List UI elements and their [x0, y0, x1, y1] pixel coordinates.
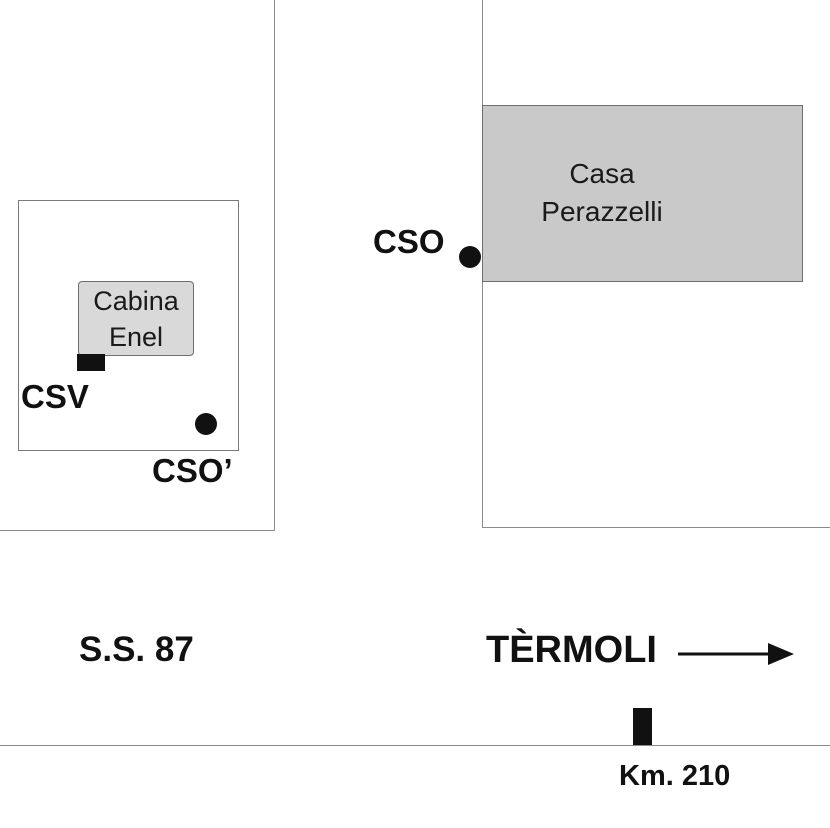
cabina-enel-label-line1: Cabina — [93, 286, 179, 316]
road-edge-line — [0, 745, 830, 746]
casa-perazzelli-building — [482, 105, 803, 282]
cabina-enel-building — [78, 281, 194, 356]
property-line-left-vertical — [274, 0, 275, 531]
cabina-enel-label: Cabina Enel — [78, 283, 194, 355]
km-marker-bar-icon — [633, 708, 652, 745]
cabina-plot-boundary — [18, 200, 239, 451]
km-marker-label: Km. 210 — [619, 760, 731, 792]
cso-label: CSO — [373, 223, 445, 260]
cso-prime-label: CSO’ — [152, 452, 233, 489]
csv-rectangle-icon — [77, 354, 105, 371]
cabina-enel-label-line2: Enel — [108, 322, 164, 352]
casa-perazzelli-label: Casa Perazzelli — [522, 155, 682, 231]
casa-perazzelli-label-line2: Perazzelli — [541, 196, 663, 227]
direction-label: TÈRMOLI — [486, 629, 657, 671]
cso-prime-point-icon — [195, 413, 217, 435]
casa-perazzelli-label-line1: Casa — [569, 158, 635, 189]
csv-label: CSV — [21, 378, 89, 415]
right-arrow-icon — [678, 643, 794, 665]
property-line-left-bottom — [0, 530, 275, 531]
cso-point-icon — [459, 246, 481, 268]
road-name-label: S.S. 87 — [79, 630, 194, 669]
property-line-right-bottom — [482, 527, 830, 528]
